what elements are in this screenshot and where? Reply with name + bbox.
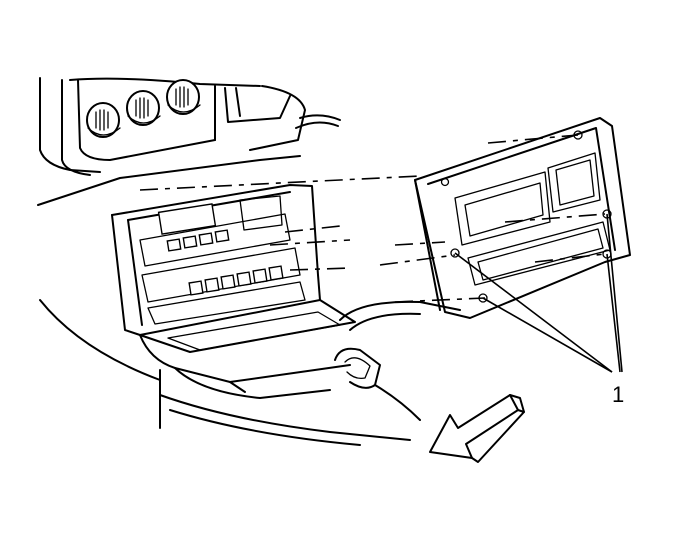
knob-left xyxy=(86,102,120,138)
bezel-clip-mid-left xyxy=(450,248,460,258)
alignment-lines xyxy=(139,134,606,303)
dash-lower-left xyxy=(37,155,301,429)
radio-display xyxy=(157,203,217,235)
knob-center xyxy=(126,90,160,126)
front-direction-arrow xyxy=(429,394,525,463)
bezel-clip-upper-left xyxy=(440,177,450,187)
storage-tray xyxy=(139,299,356,399)
radio-buttons-row1 xyxy=(166,229,230,252)
callout-label: 1 xyxy=(612,382,624,407)
callout-leaders xyxy=(454,213,623,373)
radio-buttons-row2 xyxy=(188,265,284,296)
radio-opening xyxy=(111,184,321,336)
console-bezel xyxy=(414,117,631,319)
hvac-knobs xyxy=(86,79,201,138)
knob-right xyxy=(166,79,200,115)
floor-console xyxy=(159,300,461,446)
